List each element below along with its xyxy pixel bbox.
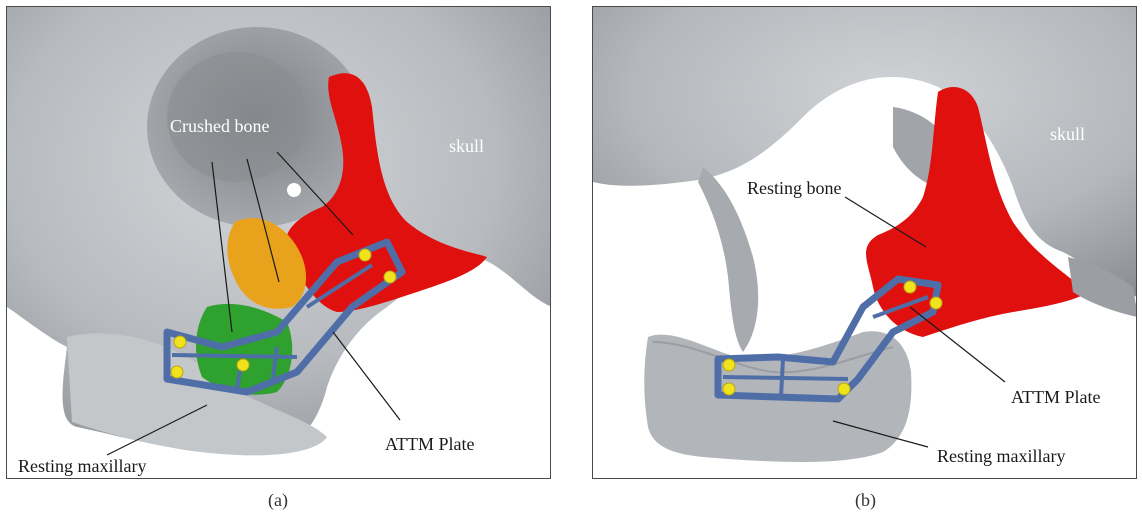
skull-bone <box>593 7 1137 297</box>
label-attm-plate: ATTM Plate <box>385 435 475 453</box>
label-attm-plate: ATTM Plate <box>1011 388 1101 406</box>
skull-model-a <box>7 7 551 479</box>
label-resting-bone: Resting bone <box>747 179 842 197</box>
label-resting-maxillary: Resting maxillary <box>937 447 1065 465</box>
panel-a: Crushed bone skull ATTM Plate Resting ma… <box>6 6 551 479</box>
panel-b: skull Resting bone ATTM Plate Resting ma… <box>592 6 1137 479</box>
label-skull: skull <box>449 137 484 155</box>
caption-a: (a) <box>268 490 288 511</box>
label-resting-maxillary: Resting maxillary <box>18 457 146 475</box>
label-skull: skull <box>1050 125 1085 143</box>
caption-b: (b) <box>855 490 876 511</box>
label-crushed-bone: Crushed bone <box>170 117 269 135</box>
skull-model-b <box>593 7 1137 479</box>
